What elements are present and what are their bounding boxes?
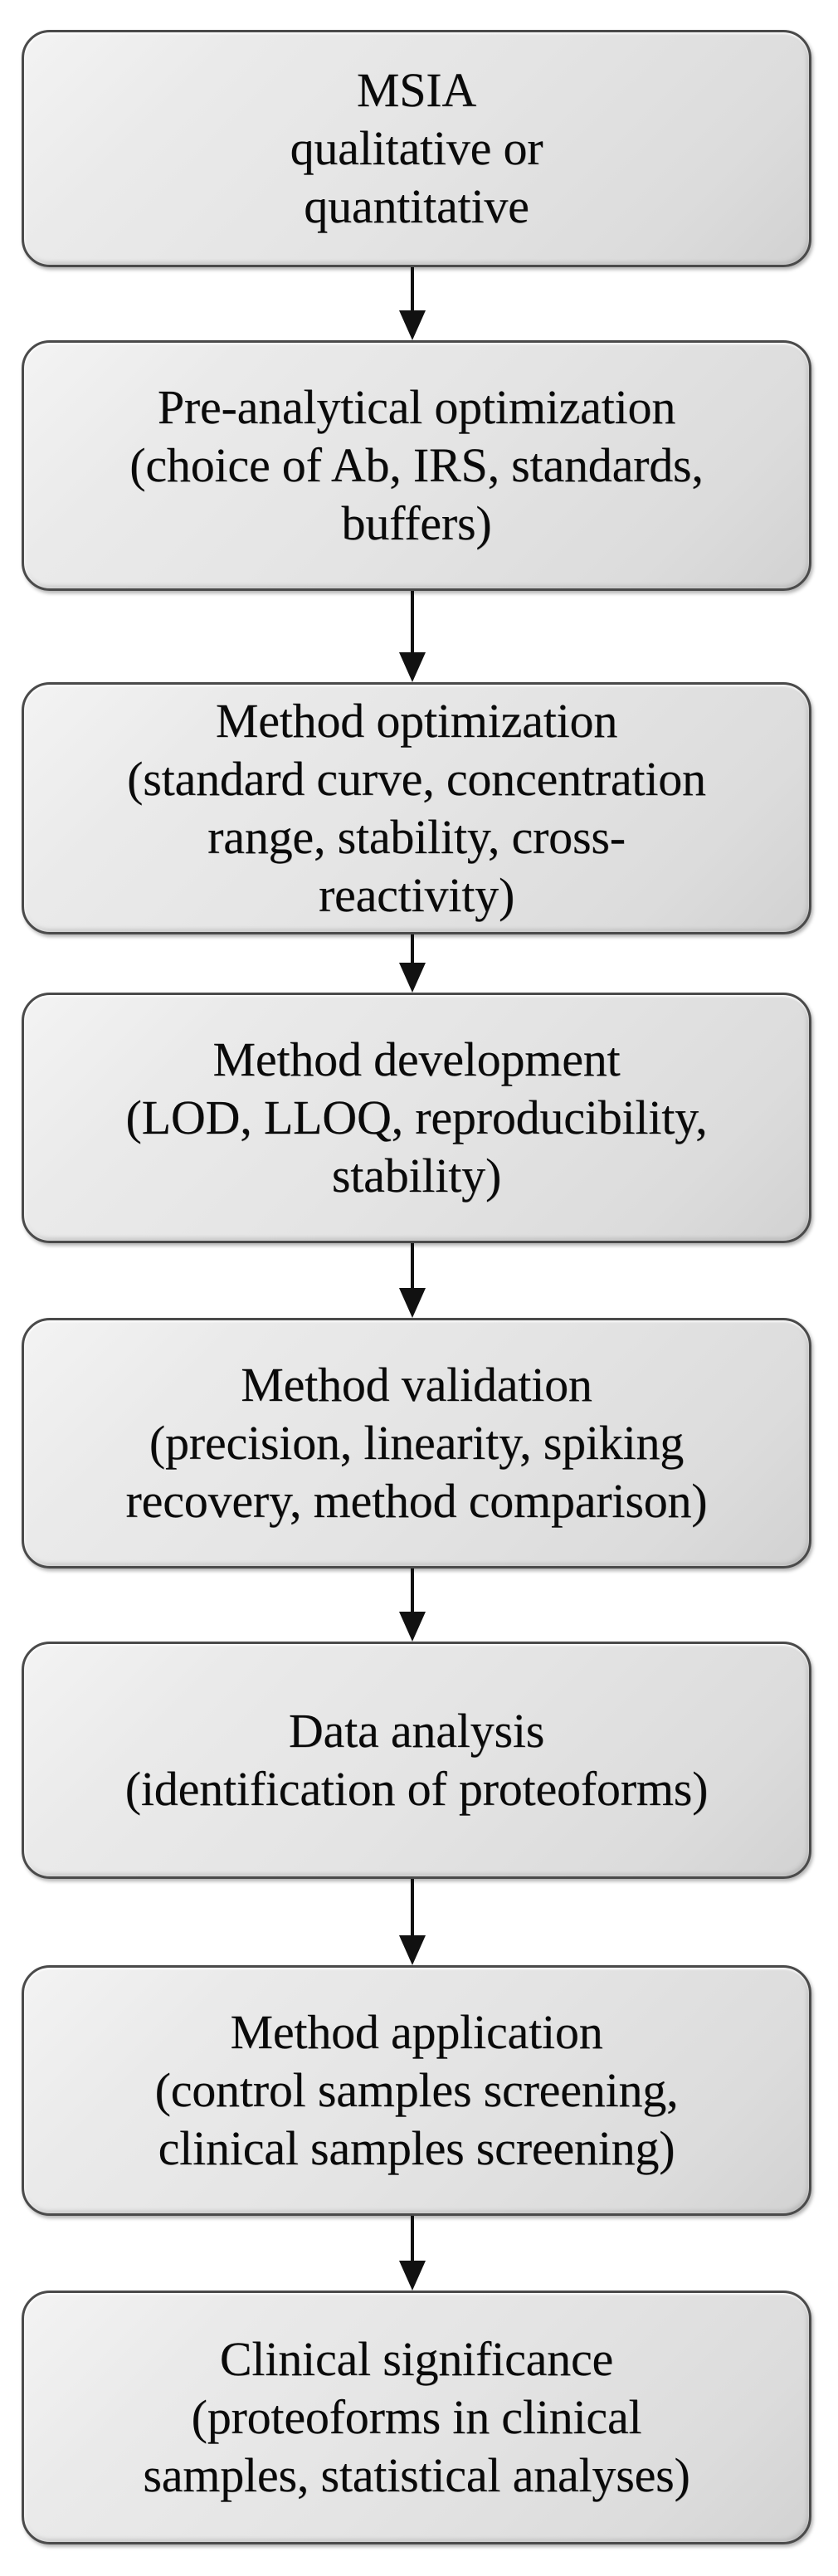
arrow-head-icon bbox=[399, 1612, 426, 1642]
arrow-head-icon bbox=[399, 2261, 426, 2291]
connector-arrow-7 bbox=[399, 2216, 426, 2291]
connector-arrow-6 bbox=[399, 1879, 426, 1965]
arrow-shaft bbox=[411, 267, 414, 312]
flow-node-method-development[interactable]: Method development (LOD, LLOQ, reproduci… bbox=[22, 993, 811, 1243]
connector-arrow-3 bbox=[399, 934, 426, 993]
flow-node-pre-analytical-optimization[interactable]: Pre-analytical optimization (choice of A… bbox=[22, 340, 811, 591]
arrow-shaft bbox=[411, 1569, 414, 1613]
flow-node-data-analysis[interactable]: Data analysis (identification of proteof… bbox=[22, 1642, 811, 1879]
flow-node-label: Method development (LOD, LLOQ, reproduci… bbox=[125, 1032, 708, 1203]
connector-arrow-2 bbox=[399, 591, 426, 682]
arrow-head-icon bbox=[399, 963, 426, 993]
flow-node-label: Data analysis (identification of proteof… bbox=[124, 1704, 709, 1816]
connector-arrow-4 bbox=[399, 1243, 426, 1318]
flow-node-clinical-significance[interactable]: Clinical significance (proteoforms in cl… bbox=[22, 2291, 811, 2544]
arrow-head-icon bbox=[399, 1288, 426, 1318]
arrow-head-icon bbox=[399, 652, 426, 682]
flow-node-label: Pre-analytical optimization (choice of A… bbox=[129, 380, 704, 550]
arrow-shaft bbox=[411, 591, 414, 654]
flow-node-label: Clinical significance (proteoforms in cl… bbox=[143, 2332, 690, 2502]
arrow-shaft bbox=[411, 1243, 414, 1290]
connector-arrow-1 bbox=[399, 267, 426, 340]
connector-arrow-5 bbox=[399, 1569, 426, 1642]
arrow-shaft bbox=[411, 1879, 414, 1937]
arrow-head-icon bbox=[399, 1935, 426, 1965]
flow-node-label: Method application (control samples scre… bbox=[154, 2005, 679, 2175]
flow-node-label: Method optimization (standard curve, con… bbox=[127, 694, 706, 922]
flow-node-label: Method validation (precision, linearity,… bbox=[125, 1358, 708, 1528]
flow-node-method-application[interactable]: Method application (control samples scre… bbox=[22, 1965, 811, 2216]
arrow-shaft bbox=[411, 2216, 414, 2262]
flow-node-msia[interactable]: MSIA qualitative or quantitative bbox=[22, 30, 811, 267]
arrow-shaft bbox=[411, 934, 414, 964]
arrow-head-icon bbox=[399, 310, 426, 340]
flow-node-method-validation[interactable]: Method validation (precision, linearity,… bbox=[22, 1318, 811, 1569]
flow-node-label: MSIA qualitative or quantitative bbox=[290, 63, 543, 233]
flow-node-method-optimization[interactable]: Method optimization (standard curve, con… bbox=[22, 682, 811, 934]
